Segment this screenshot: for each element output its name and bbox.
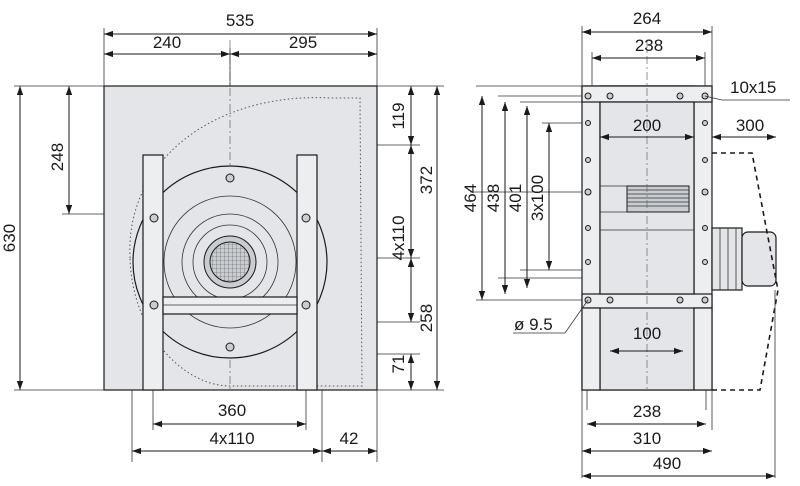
hole-icon [584,188,592,196]
dim-hole-dia: ø 9.5 [514,315,553,334]
dim-bottom-inner: 360 [218,401,246,420]
dim-h2: 438 [484,184,503,212]
dim-width-right: 295 [289,33,317,52]
front-view: 535 240 295 630 248 119 4x110 258 71 372… [0,11,444,462]
hole-icon [606,92,614,100]
dim-bottom-2: 310 [633,429,661,448]
front-left-column [142,154,164,391]
dim-width-left: 240 [153,33,181,52]
dim-bottom-3: 490 [653,454,681,473]
dim-right-foot: 71 [389,355,408,374]
bolt-icon [149,300,159,310]
side-view: 264 238 200 10x15 300 464 438 401 3x100 … [461,9,790,480]
dim-height-left: 248 [48,143,67,171]
front-cross-beam [162,296,298,315]
dim-bottom-right: 42 [340,429,359,448]
dim-right-outer: 372 [417,166,436,194]
motor-end-cap [741,231,777,287]
dim-top-outer: 264 [633,9,661,28]
hole-icon [676,296,684,304]
dim-inlet-width: 200 [633,116,661,135]
hole-icon [676,92,684,100]
dim-motor-offset: 300 [736,116,764,135]
dim-h1: 464 [461,184,480,212]
bolt-icon [225,342,235,352]
dim-h3: 401 [506,184,525,212]
dim-bottom-outer: 4x110 [209,429,254,448]
bolt-icon [301,213,311,223]
front-right-column [296,154,318,391]
side-left-leg [581,307,601,391]
dim-right-mid: 4x110 [389,215,408,260]
dim-right-top: 119 [389,102,408,129]
dim-width-total: 535 [226,11,254,30]
hole-icon [701,188,709,196]
bolt-icon [149,213,159,223]
hole-icon [606,296,614,304]
hole-icon [701,296,709,304]
dim-hole-pitch: 3x100 [528,175,547,221]
dim-height-total: 630 [0,224,19,252]
dim-foot-pitch: 100 [633,324,661,343]
bolt-icon [225,173,235,183]
inlet-grill [209,241,251,283]
side-right-leg [693,307,713,391]
dim-bottom-1: 238 [633,402,661,421]
dim-right-bottom: 258 [417,304,436,332]
dim-slot: 10x15 [730,78,776,97]
inlet-ring-outer [163,195,297,329]
slot-icon [584,92,592,100]
dim-top-inner: 238 [635,36,663,55]
motor-clearance-outline [712,152,779,391]
motor-body [711,227,743,291]
bolt-icon [301,300,311,310]
